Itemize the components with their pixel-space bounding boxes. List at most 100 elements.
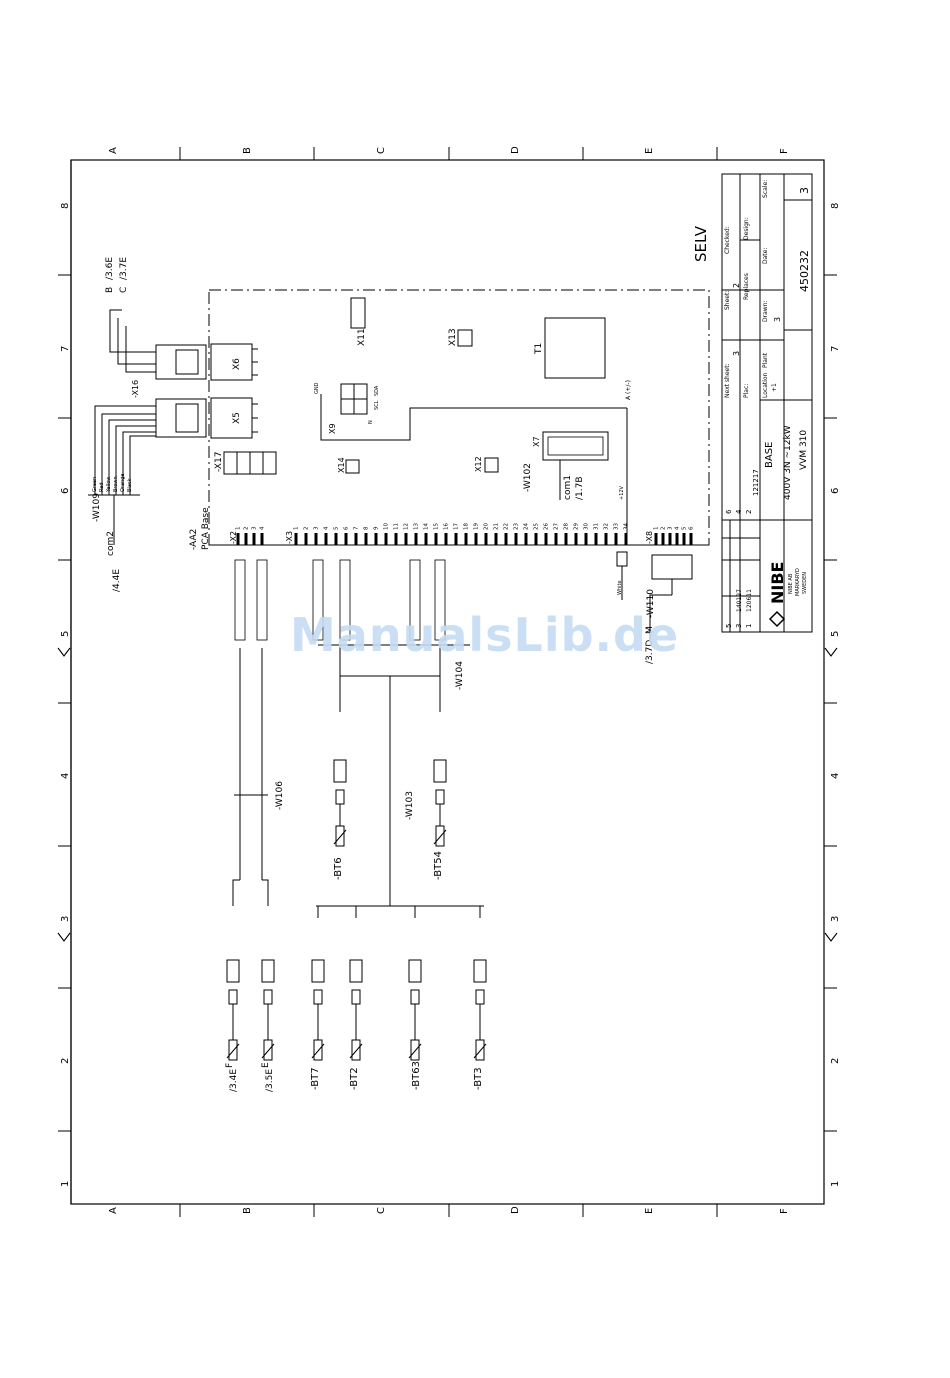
svg-text:31: 31 xyxy=(594,523,600,530)
tb-rev-date: 140127 xyxy=(736,589,743,612)
tb-drawn-value: 3 xyxy=(773,317,782,322)
drawing-frame xyxy=(70,159,825,1205)
row-numbers-left: 8 7 6 5 4 3 2 1 xyxy=(60,203,71,1187)
svg-text:26: 26 xyxy=(544,523,550,530)
sensor-symbol xyxy=(473,959,487,1061)
col-label: A xyxy=(108,1207,119,1214)
row-label: 4 xyxy=(60,773,71,779)
x3-pin-8: 8 xyxy=(364,526,370,545)
x13-label: X13 xyxy=(448,328,458,346)
sensor-labels: -BT6 -BT54 -BT7 -BT2 -BT63 -BT3 F E /3.4… xyxy=(225,851,484,1092)
x3-pin-1: 1 xyxy=(294,527,300,545)
x12-label: X12 xyxy=(474,456,483,472)
w109-label: -W109 xyxy=(92,493,102,522)
row-label: 2 xyxy=(830,1058,841,1064)
x3-pin-13: 13 xyxy=(414,523,420,545)
svg-text:20: 20 xyxy=(484,523,490,530)
col-label: C xyxy=(376,1207,387,1214)
nibe-logo: NIBE xyxy=(768,562,787,628)
selv-zone: SELV xyxy=(208,225,710,546)
x12-header xyxy=(484,457,499,473)
selv-label: SELV xyxy=(692,225,710,262)
row-ticks xyxy=(58,274,837,1132)
svg-text:Black: Black xyxy=(127,478,133,492)
x3-label: -X3 xyxy=(285,531,294,544)
tb-rev-code: 6 xyxy=(725,509,733,514)
w106-label: -W106 xyxy=(275,781,285,810)
svg-text:2: 2 xyxy=(304,527,310,531)
x3-pin-23: 23 xyxy=(514,523,520,545)
col-label: D xyxy=(510,1206,521,1214)
x3-pin-34: 34 xyxy=(624,523,630,545)
x3-pin-16: 16 xyxy=(444,523,450,545)
tb-rev-code: 2 xyxy=(745,510,753,514)
col-label: E xyxy=(644,148,655,154)
col-label: F xyxy=(779,148,790,154)
x8-pin-3: 3 xyxy=(668,526,674,545)
x9-label: X9 xyxy=(328,423,337,434)
x2-label: -X2 xyxy=(229,531,238,544)
row-label: 7 xyxy=(830,346,841,352)
tb-rev-num: 5 xyxy=(725,624,733,628)
svg-text:2: 2 xyxy=(244,527,250,531)
tb-next-sheet-label: Next sheet: xyxy=(724,363,731,398)
x8-pin-4: 4 xyxy=(675,526,681,545)
w110-label: -W110 xyxy=(646,589,656,618)
com2-label: com2 xyxy=(106,531,116,556)
svg-text:10: 10 xyxy=(384,523,390,530)
plus12v-label: +12V xyxy=(619,485,625,500)
ref-w110-letter: M xyxy=(645,626,655,634)
sensor-bt54: -BT54 xyxy=(433,851,444,880)
row-label: 3 xyxy=(60,916,71,922)
col-label: E xyxy=(644,1208,655,1214)
x9-pin-scl: SCL xyxy=(374,400,380,410)
w103-label: -W103 xyxy=(405,791,415,820)
svg-text:5: 5 xyxy=(334,526,340,530)
ref-b: B xyxy=(105,287,115,293)
x8-pin-5: 5 xyxy=(682,526,688,545)
tb-replaces-label: Replaces xyxy=(743,273,750,300)
ref-37e: /3.7E xyxy=(119,257,129,280)
tb-line2: 400V 3N ~12kW xyxy=(783,425,793,500)
x3-pin-18: 18 xyxy=(464,523,470,545)
svg-text:19: 19 xyxy=(474,523,480,530)
svg-text:33: 33 xyxy=(614,523,620,530)
x17-label: -X17 xyxy=(214,452,224,472)
x3-pin-19: 19 xyxy=(474,523,480,545)
svg-text:6: 6 xyxy=(689,526,695,530)
row-label: 8 xyxy=(830,203,841,209)
x11-header xyxy=(350,297,366,329)
x3-pin-22: 22 xyxy=(504,523,510,545)
svg-text:3: 3 xyxy=(668,526,674,530)
ref-a: A (+/-) xyxy=(625,380,632,400)
tb-plant-label: Plant xyxy=(762,352,769,368)
com1-label: com1 xyxy=(563,475,573,500)
svg-text:22: 22 xyxy=(504,523,510,530)
x14-header xyxy=(345,459,360,474)
column-ticks xyxy=(179,147,718,1217)
svg-text:4: 4 xyxy=(324,526,330,530)
ref-w110: /3.7D xyxy=(645,640,655,664)
tb-date-label: Date: xyxy=(762,248,769,264)
svg-text:5: 5 xyxy=(682,526,688,530)
x13-header xyxy=(457,329,473,347)
row-label: 5 xyxy=(60,631,71,637)
t1-label: T1 xyxy=(534,343,544,355)
svg-text:30: 30 xyxy=(584,523,590,530)
tb-rev-code: 4 xyxy=(735,509,743,514)
ref-c: C xyxy=(119,287,129,293)
white-wire-label: White xyxy=(617,580,623,595)
row-numbers-right: 8 7 6 5 4 3 2 1 xyxy=(830,203,841,1187)
row-label: 6 xyxy=(60,488,71,494)
x3-pin-20: 20 xyxy=(484,523,490,545)
tb-company: SWEDEN xyxy=(802,572,808,594)
svg-text:25: 25 xyxy=(534,523,540,530)
tb-scale: 3 xyxy=(798,187,811,194)
x6-label: X6 xyxy=(232,358,242,370)
tb-rev-num: 3 xyxy=(735,624,743,628)
row-label: 3 xyxy=(830,916,841,922)
svg-text:11: 11 xyxy=(394,523,400,530)
x3-pin-10: 10 xyxy=(384,523,390,545)
w110-cable xyxy=(616,551,693,640)
board-components: X6 X5 -X17 X11 X13 T1 X9 GND SDA SCL N xyxy=(155,297,709,550)
